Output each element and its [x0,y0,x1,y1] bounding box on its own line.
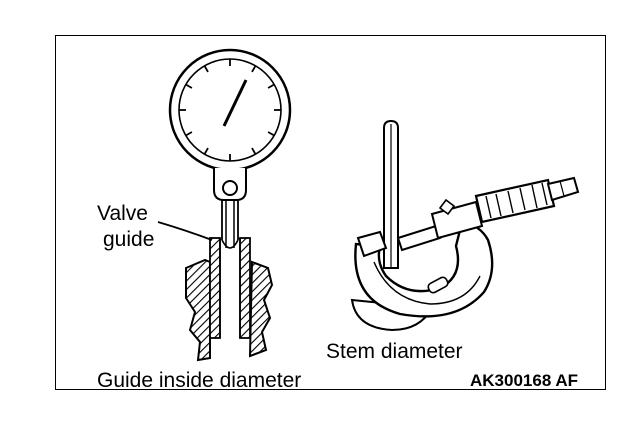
valve-guide-leader [157,221,213,241]
gauge-pivot [222,180,238,196]
figure-frame [55,35,606,390]
valve-guide-label-line1: Valve [97,202,148,225]
dial-ticks [179,59,281,161]
figure-code: AK300168 AF [470,371,579,390]
micrometer [350,176,580,332]
guide-inside-diameter-label: Guide inside diameter [97,369,302,392]
dial-bore-gauge [168,48,292,249]
stem-diameter-label: Stem diameter [326,340,463,363]
valve-guide-section [185,237,274,362]
dial-needle [222,79,248,127]
valve-stem [383,119,399,269]
valve-guide-label-line2: guide [103,228,155,251]
